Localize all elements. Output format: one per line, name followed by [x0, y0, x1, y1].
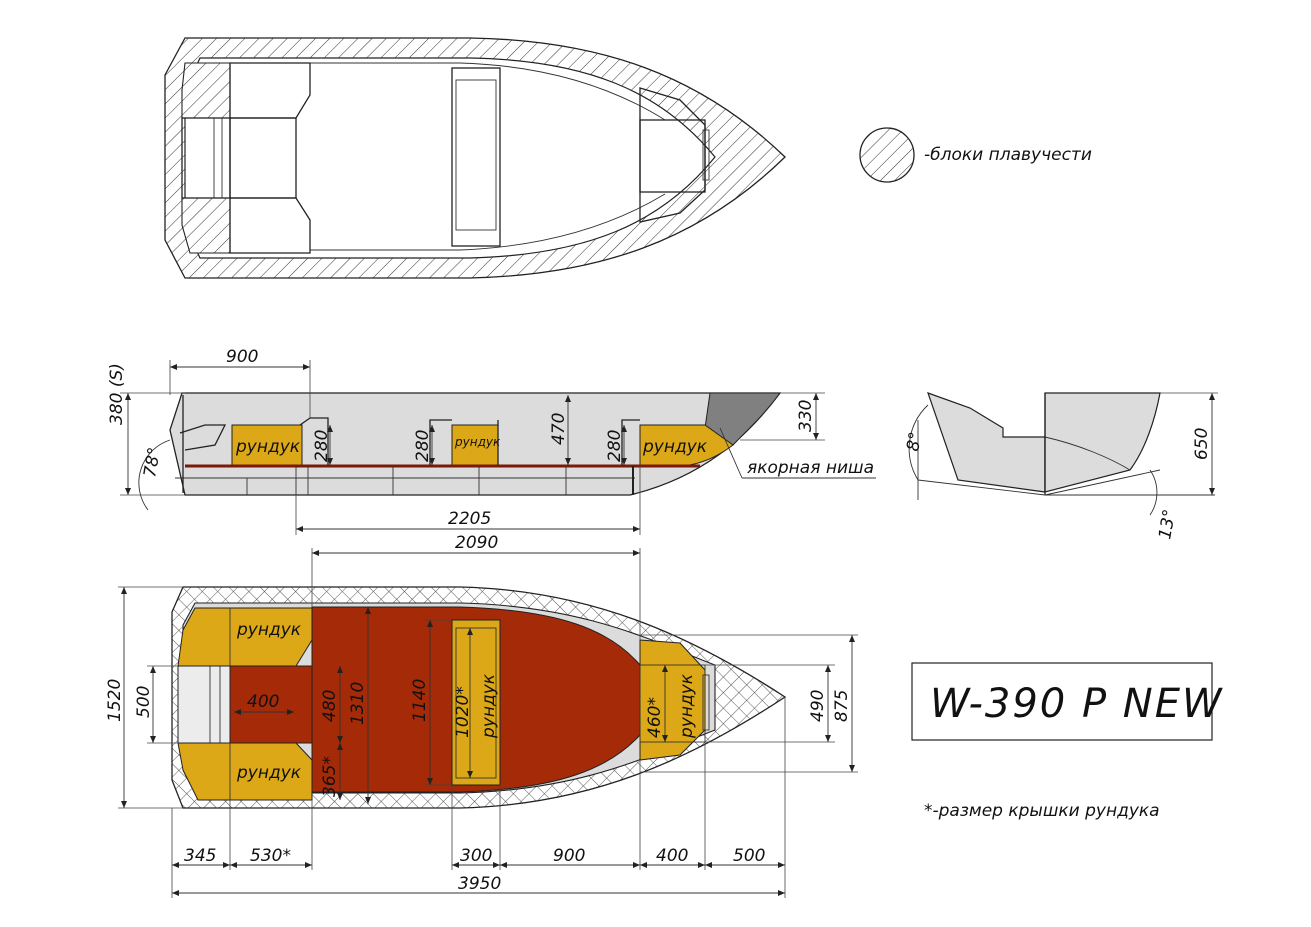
front-section-right — [1044, 392, 1161, 493]
dim-400-inner: 400 — [247, 692, 279, 712]
top-hull-inner — [184, 57, 716, 259]
legend-float-blocks: -блоки плавучести — [859, 127, 1092, 183]
dim-280-b: 280 — [413, 430, 433, 462]
dim-1020: 1020* — [453, 686, 473, 738]
plan-box-mid — [451, 619, 501, 786]
title-block: W-390 P NEW — [911, 662, 1224, 741]
dim-330: 330 — [796, 400, 816, 432]
footnote: *-размер крышки рундука — [924, 801, 1160, 821]
dim-400-bottom: 400 — [656, 846, 688, 866]
dim-365: 365* — [320, 756, 340, 797]
dim-8-deg: 8° — [903, 430, 926, 453]
dim-460: 460* — [645, 697, 665, 738]
dim-875: 875 — [832, 690, 852, 722]
front-section-left — [927, 392, 1046, 493]
dim-78-deg: 78° — [140, 446, 165, 479]
dim-3950: 3950 — [458, 874, 501, 894]
plan-box-label-bow: рундук — [677, 673, 697, 739]
dim-1310: 1310 — [348, 682, 368, 725]
plan-box-label-mid: рундук — [479, 673, 499, 739]
anchor-niche-label: якорная ниша — [747, 458, 874, 478]
dim-500-stern: 500 — [134, 686, 154, 718]
front-view: 8° 650 13° — [903, 392, 1218, 541]
dim-345: 345 — [184, 846, 216, 866]
dim-900-plan: 900 — [553, 846, 585, 866]
dim-490: 490 — [808, 690, 828, 722]
dim-280-a: 280 — [312, 430, 332, 462]
plan-box-label-bottom: рундук — [236, 763, 302, 783]
title-frame — [911, 662, 1213, 741]
dim-2205: 2205 — [448, 509, 491, 529]
bottom-extension-lines — [171, 697, 786, 898]
plan-view: рундук рундук рундук рундук 2090 1520 50… — [105, 533, 858, 898]
dim-2090: 2090 — [455, 533, 498, 553]
side-box-label-mid: рундук — [454, 435, 501, 449]
top-stern-hatch-top — [181, 62, 231, 119]
dim-650: 650 — [1192, 428, 1212, 460]
top-view — [164, 37, 786, 279]
plan-box-stern-top — [177, 607, 313, 667]
dim-530: 530* — [250, 846, 291, 866]
title-text: W-390 P NEW — [930, 681, 1224, 727]
dim-380: 380 (S) — [107, 363, 127, 425]
top-stern-hatch-bottom — [181, 197, 231, 254]
side-box-label-bow: рундук — [642, 437, 708, 457]
side-box-label-stern: рундук — [235, 437, 301, 457]
dim-500-bottom: 500 — [733, 846, 765, 866]
dim-1140: 1140 — [410, 679, 430, 722]
dim-13-deg: 13° — [1155, 508, 1180, 541]
dim-470: 470 — [549, 413, 569, 445]
legend-hatch-circle — [859, 127, 915, 183]
dim-1520: 1520 — [105, 679, 125, 722]
plan-stern-bench — [177, 665, 231, 744]
plan-deck-stern — [229, 665, 313, 744]
dim-900-side: 900 — [226, 347, 258, 367]
plan-box-label-top: рундук — [236, 620, 302, 640]
legend-float-label: -блоки плавучести — [924, 145, 1092, 165]
dim-300: 300 — [460, 846, 492, 866]
side-view: рундук рундук рундук 900 380 (S) 78° 280… — [107, 347, 876, 535]
dim-480: 480 — [320, 690, 340, 722]
dim-280-c: 280 — [605, 430, 625, 462]
